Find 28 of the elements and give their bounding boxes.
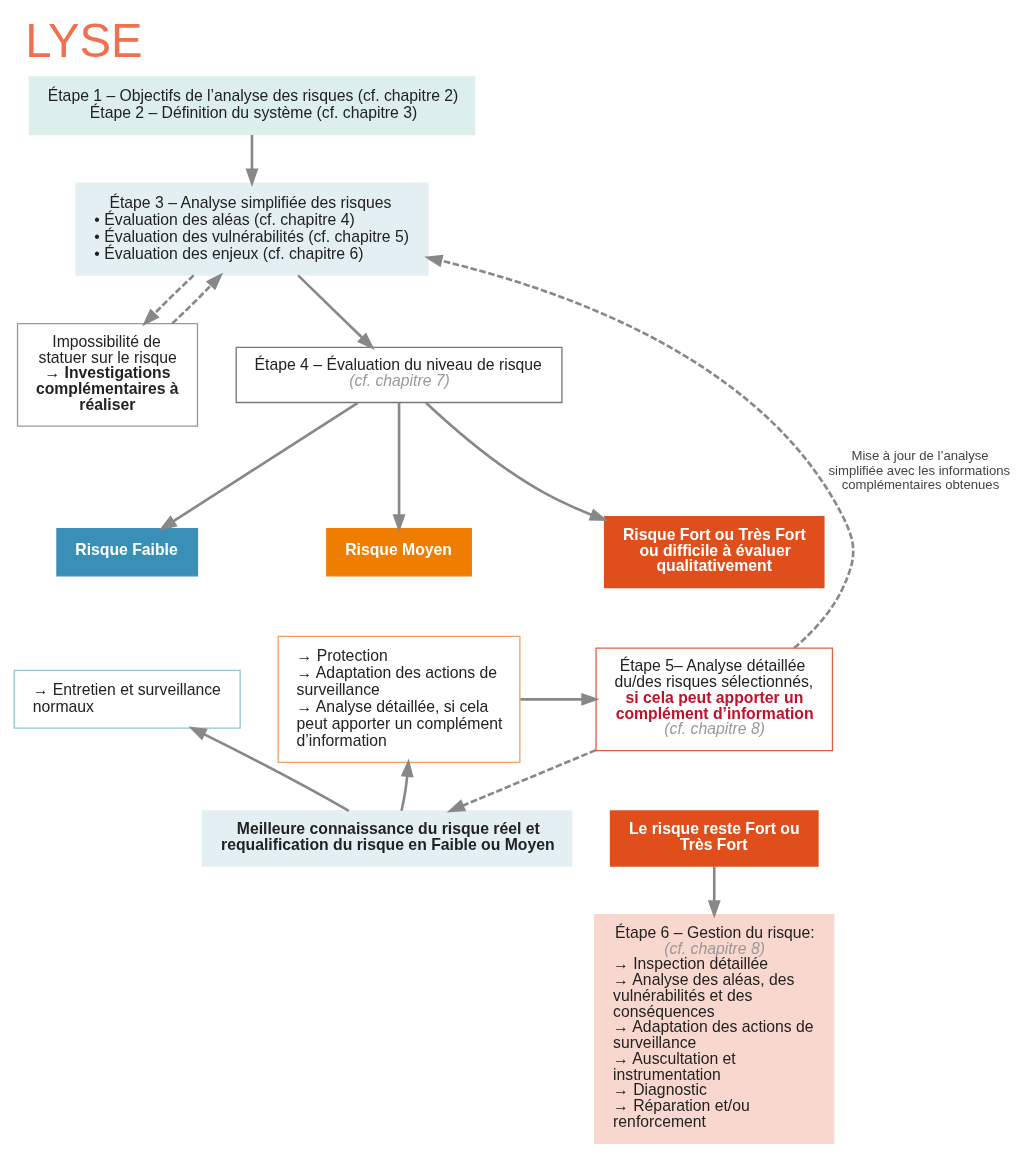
arrow [245,135,258,187]
arrow [424,401,608,522]
node-box: Étape 4 – Évaluation du niveau de risque (cf. chapitre 7) [235,346,563,404]
node-box: Étape 5– Analyse détaillée du/des risques sélectionnés, si cela peut apporter un complément d’information (cf. chapitre 8) [594,647,833,752]
node-box: Étape 3 – Analyse simplifiée des risques • Évaluation des aléas (cf. chapitre 4) • Évaluation des vulnérabilités (cf. chapitre 5) • Évaluation des enjeux (cf. chapitre 6) [74,182,429,276]
arrow [187,726,349,812]
arrow [519,692,600,706]
node-box: Risque Fort ou Très Fort ou difficile à évaluer qualitativement [603,516,825,589]
node-box: Impossibilité de statuer sur le risque → Investigations complémentaires à réaliser [16,323,198,427]
node-box: Risque Moyen [325,527,472,577]
arrow [158,401,358,531]
arrow [170,272,223,325]
arrow [446,748,596,813]
arrow [296,274,375,350]
arrow [423,254,855,649]
node-box: → Entretien et surveillance normaux [13,669,241,729]
node-box: Étape 6 – Gestion du risque: (cf. chapitre 8) → Inspection détaillée → Analyse des aléas, des vulnérabilités et des conséquences → Adaptation des actions de surveillance → Auscultation et instrumentation → Diagnostic → Réparation et/ou renforcement [593,914,834,1144]
arrow [707,866,721,919]
arrow [392,402,405,533]
arrow [141,274,195,327]
node-box: Risque Faible [55,527,198,577]
diagram-title: LYSE [24,13,143,67]
edge-label: Mise à jour de l’analyse simplifiée avec les informations complémentaires obtenues [828,448,1010,493]
node-box: → Protection → Adaptation des actions de surveillance → Analyse détaillée, si cela peut apporter un complément d’information [277,635,521,763]
node-box: Meilleure connaissance du risque réel et requalification du risque en Faible ou Moyen [201,810,572,867]
node-box: Le risque reste Fort ou Très Fort [609,810,819,867]
arrow [399,758,414,811]
node-box: Étape 1 – Objectifs de l’analyse des risques (cf. chapitre 2) Étape 2 – Définition du système (cf. chapitre 3) [28,76,475,136]
